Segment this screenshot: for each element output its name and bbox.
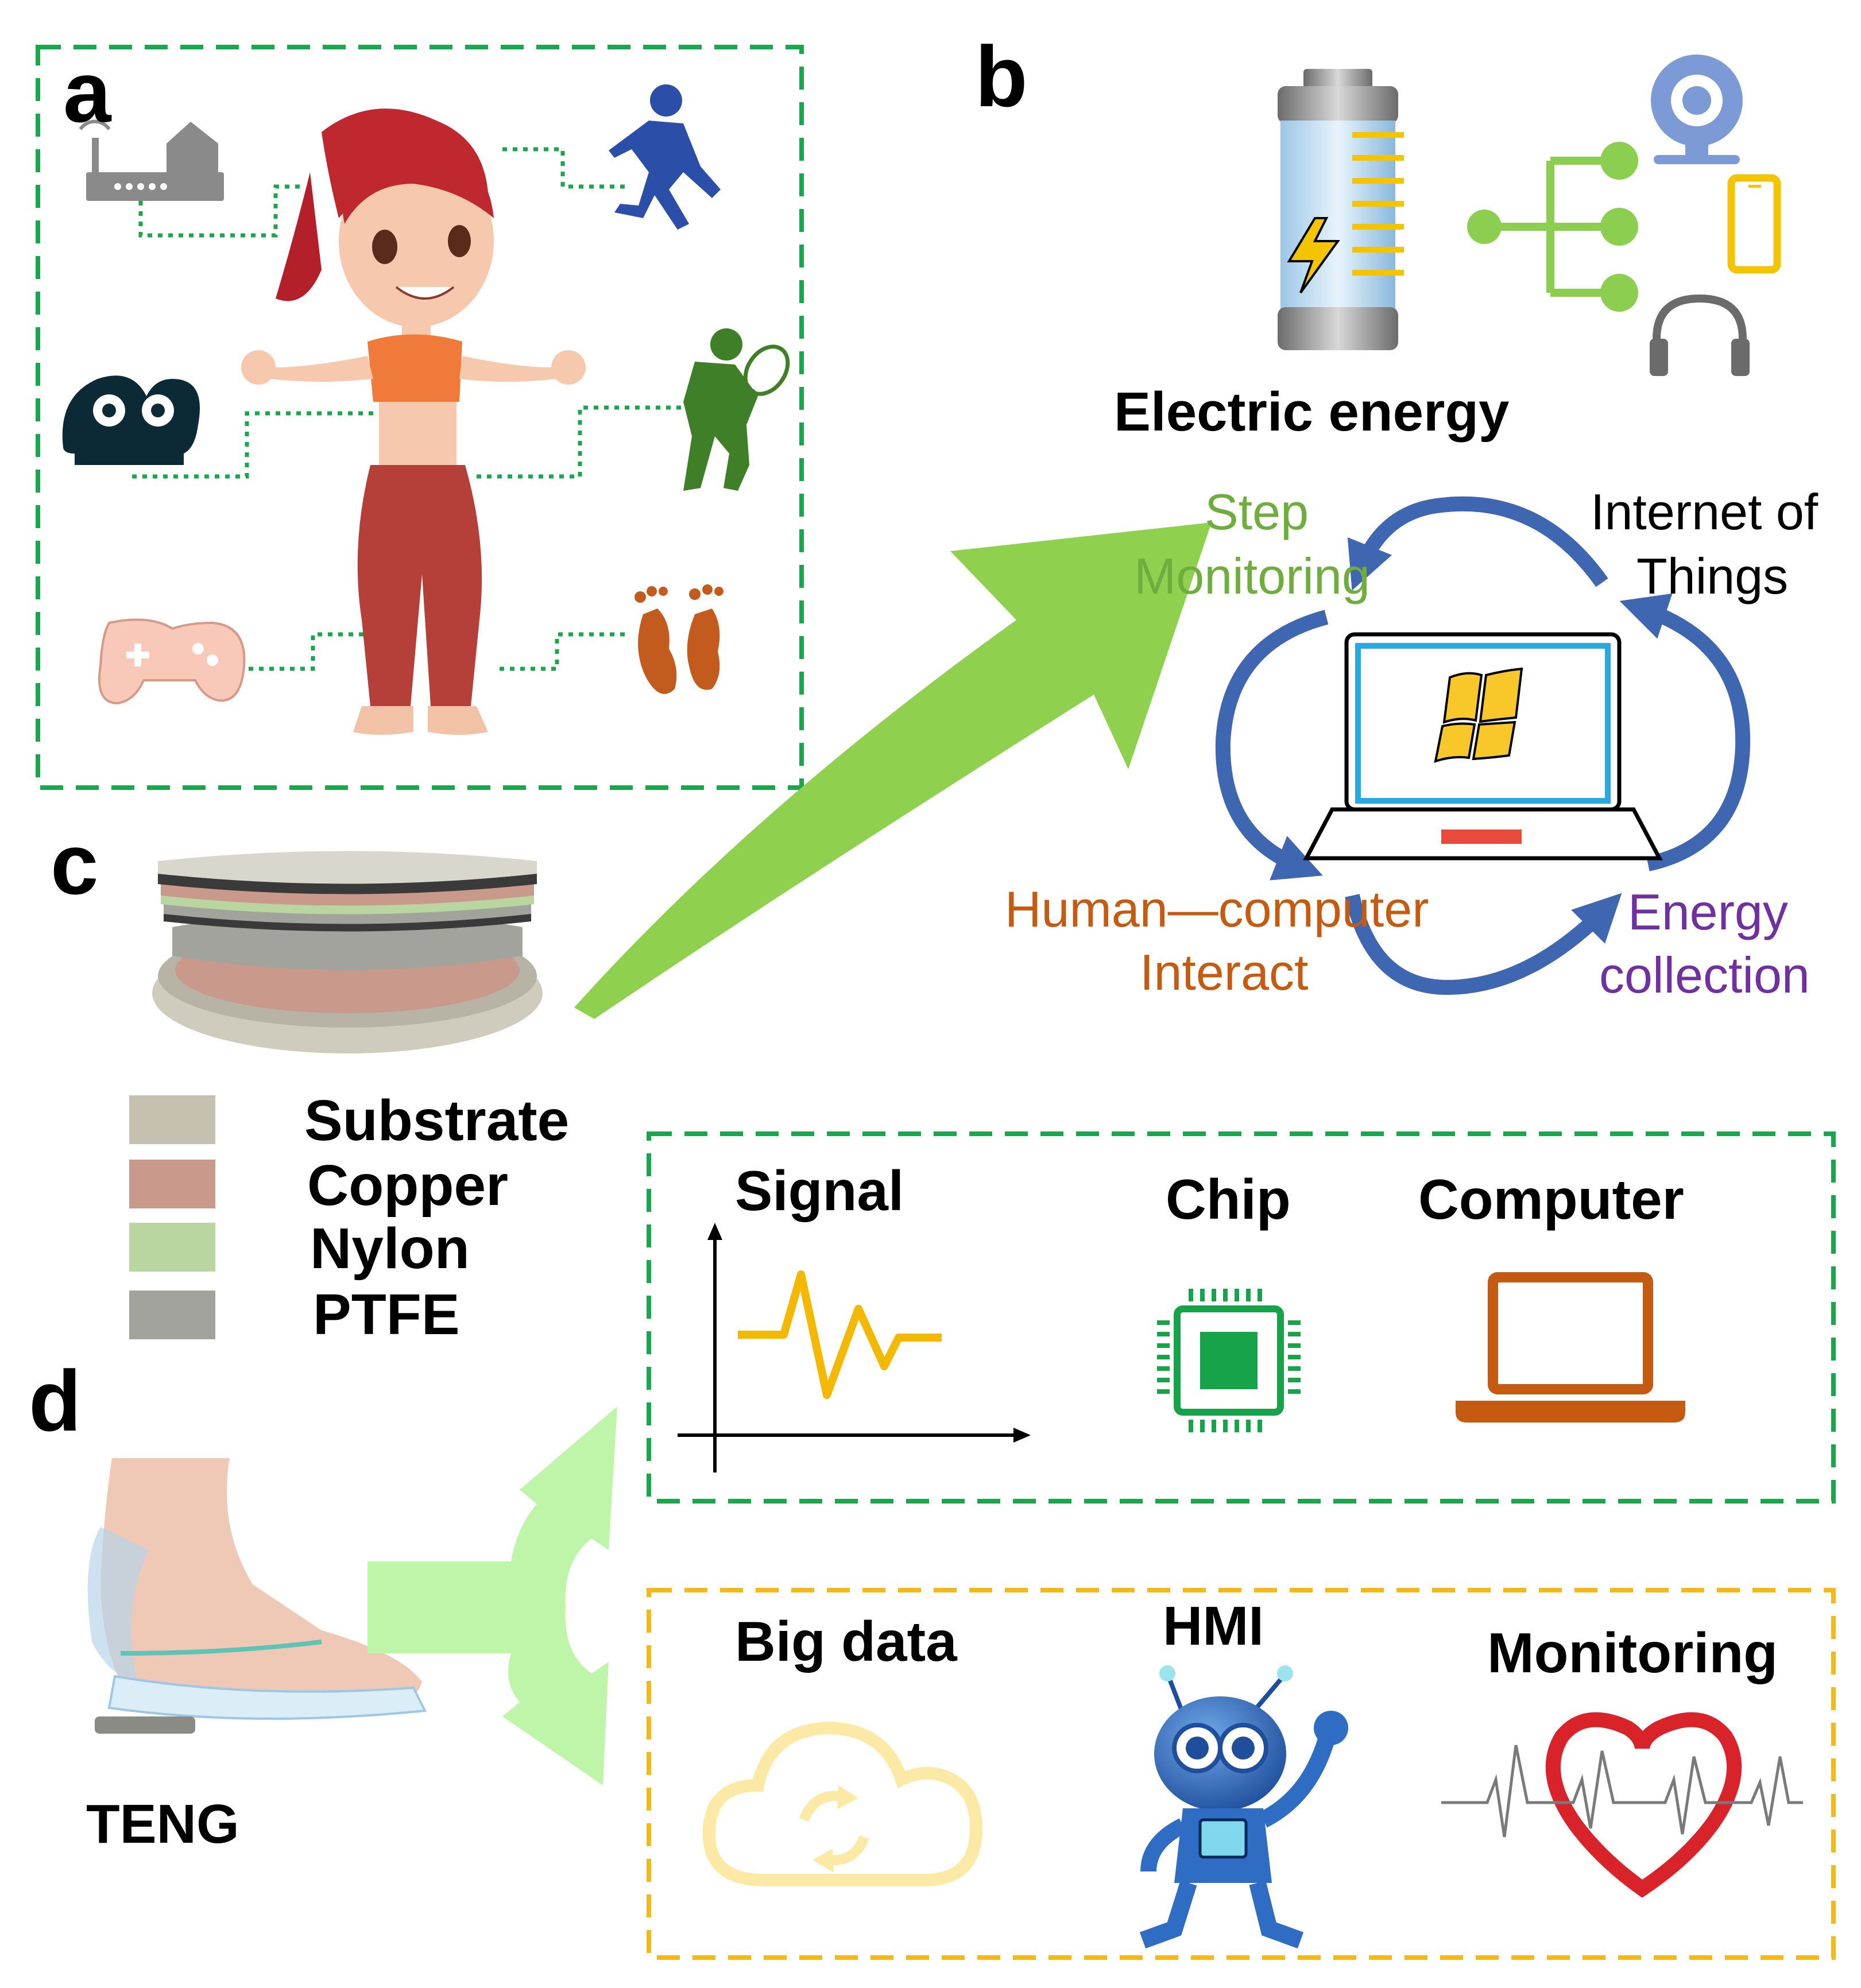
brain-gears-icon: [62, 375, 200, 465]
step-monitoring-label-line1: Step: [1205, 483, 1309, 540]
hci-label-line2: Interact: [1140, 944, 1309, 1001]
energy-label-line1: Energy: [1628, 883, 1788, 940]
hmi-label: HMI: [1163, 1595, 1264, 1657]
tennis-player-icon: [683, 328, 790, 491]
legend-swatch-nylon: [129, 1223, 215, 1272]
panel-d-bottom-frame: [647, 1588, 1836, 1960]
girl-figure: [241, 108, 586, 735]
panel-label-d: d: [29, 1353, 82, 1449]
legend-swatch-substrate: [129, 1095, 215, 1144]
chip-label: Chip: [1166, 1168, 1291, 1231]
panel-label-a: a: [63, 44, 111, 140]
runner-icon: [609, 84, 721, 230]
cycle-arrows: [1215, 496, 1751, 995]
fork-arrow: [367, 1406, 617, 1785]
legend-label-ptfe: PTFE: [313, 1282, 460, 1347]
teng-layer-stack: [152, 851, 543, 1053]
panel-d-top-frame: [647, 1131, 1836, 1503]
legend-label-substrate: Substrate: [304, 1088, 570, 1153]
battery-icon: [1278, 69, 1404, 350]
panel-a-connectors: [132, 147, 683, 671]
big-green-arrow: [574, 522, 1212, 1019]
network-tree-icon: [1467, 142, 1638, 312]
battery-caption: Electric energy: [1114, 381, 1510, 443]
energy-label-line2: collection: [1599, 947, 1810, 1003]
foot-with-insole-image: [87, 1458, 427, 1734]
robot-mascot-icon: [1139, 1665, 1348, 1949]
legend-label-copper: Copper: [307, 1153, 508, 1218]
laptop-icon: [1303, 632, 1663, 861]
footprints-icon: [634, 584, 723, 694]
chip-icon: [1157, 1289, 1301, 1432]
windows-logo-icon: [1434, 667, 1523, 763]
legend-swatch-copper: [129, 1160, 215, 1208]
step-monitoring-label-line2: Monitoring: [1134, 548, 1370, 604]
bigdata-label: Big data: [735, 1610, 957, 1673]
legend-swatch-ptfe: [129, 1291, 215, 1339]
panel-a-frame: [36, 45, 804, 790]
iot-label-line2: Things: [1636, 548, 1789, 604]
gamepad-icon: [98, 618, 246, 705]
signal-label: Signal: [735, 1159, 904, 1222]
hci-label-line1: Human—computer: [1005, 881, 1429, 937]
panel-label-b: b: [975, 28, 1028, 125]
monitoring-label: Monitoring: [1487, 1621, 1778, 1684]
router-icon: [79, 119, 224, 201]
legend-label-nylon: Nylon: [310, 1216, 470, 1281]
computer-label: Computer: [1418, 1168, 1684, 1231]
teng-label: TENG: [86, 1793, 239, 1855]
webcam-icon: [1651, 55, 1743, 164]
computer-laptop-icon: [1456, 1272, 1685, 1423]
headphones-icon: [1650, 294, 1750, 376]
signal-plot-icon: [678, 1223, 1031, 1472]
cloud-sync-icon: [702, 1721, 983, 1886]
iot-label-line1: Internet of: [1591, 483, 1819, 540]
heartbeat-heart-icon: [1441, 1712, 1803, 1898]
panel-label-c: c: [51, 816, 99, 912]
smartphone-icon: [1727, 174, 1781, 274]
